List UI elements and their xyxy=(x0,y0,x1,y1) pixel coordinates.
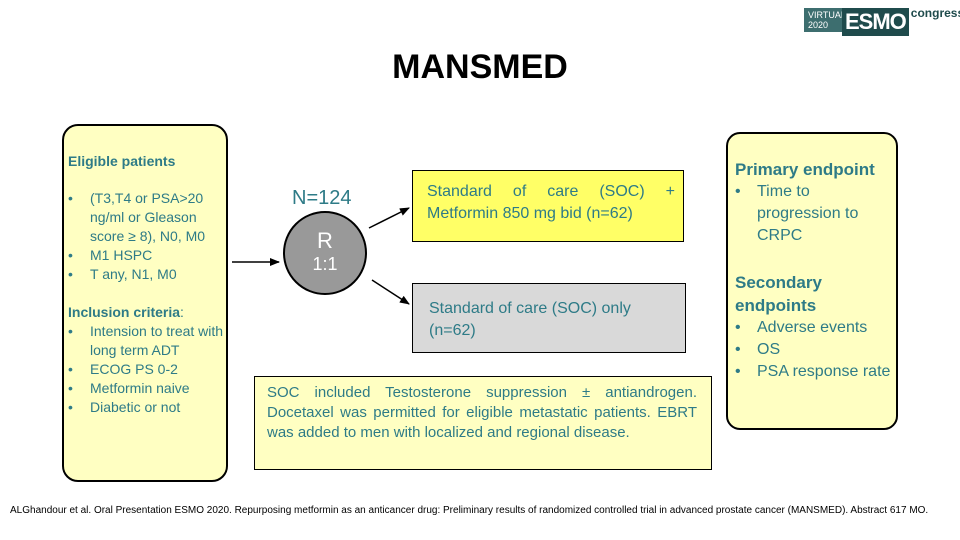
primary-endpoint-item: Time to progression to CRPC xyxy=(735,181,892,247)
secondary-endpoint-item: PSA response rate xyxy=(735,361,892,383)
arm-soc-only: Standard of care (SOC) only (n=62) xyxy=(412,283,686,353)
secondary-endpoint-item: Adverse events xyxy=(735,317,892,339)
soc-note-box: SOC included Testosterone suppression ± … xyxy=(254,376,712,470)
esmo-congress-logo: VIRTUAL 2020 ESMO congress xyxy=(804,6,960,36)
randomization-circle: R 1:1 xyxy=(283,211,367,295)
randomization-ratio: 1:1 xyxy=(312,254,338,274)
eligibility-box: Eligible patients (T3,T4 or PSA>20 ng/ml… xyxy=(62,124,228,482)
inclusion-item: ECOG PS 0-2 xyxy=(68,360,226,379)
primary-endpoint-heading: Primary endpoint xyxy=(735,160,875,179)
logo-brand: ESMO xyxy=(842,8,909,36)
citation-footer: ALGhandour et al. Oral Presentation ESMO… xyxy=(10,505,929,516)
eligible-list: (T3,T4 or PSA>20 ng/ml or Gleason score … xyxy=(68,189,226,284)
inclusion-colon: : xyxy=(180,304,184,320)
eligible-patients-heading: Eligible patients xyxy=(68,153,176,169)
eligible-item: (T3,T4 or PSA>20 ng/ml or Gleason score … xyxy=(68,189,226,246)
eligible-item: M1 HSPC xyxy=(68,246,226,265)
eligible-item: T any, N1, M0 xyxy=(68,265,226,284)
logo-virtual-year: VIRTUAL 2020 xyxy=(804,8,846,32)
randomization-letter: R xyxy=(317,228,333,253)
logo-virtual-text: VIRTUAL xyxy=(808,10,846,20)
arrow-to-arm-soc xyxy=(371,279,410,305)
primary-endpoint-list: Time to progression to CRPC xyxy=(735,181,892,247)
inclusion-item: Intension to treat with long term ADT xyxy=(68,322,226,360)
secondary-endpoint-list: Adverse events OS PSA response rate xyxy=(735,317,892,383)
arrow-to-arm-metformin xyxy=(368,207,410,229)
secondary-endpoint-item: OS xyxy=(735,339,892,361)
inclusion-list: Intension to treat with long term ADT EC… xyxy=(68,322,226,417)
inclusion-item: Diabetic or not xyxy=(68,398,226,417)
inclusion-criteria-heading: Inclusion criteria xyxy=(68,304,181,320)
inclusion-heading-line: Inclusion criteria: xyxy=(68,303,226,322)
arm-soc-metformin: Standard of care (SOC) + Metformin 850 m… xyxy=(412,170,684,242)
logo-year-text: 2020 xyxy=(808,20,829,30)
logo-congress-text: congress xyxy=(910,6,960,20)
endpoints-box: Primary endpoint Time to progression to … xyxy=(726,132,898,430)
sample-size-label: N=124 xyxy=(292,187,352,209)
secondary-endpoints-heading: Secondary endpoints xyxy=(735,273,822,315)
inclusion-item: Metformin naive xyxy=(68,379,226,398)
slide-title: MANSMED xyxy=(392,48,568,86)
